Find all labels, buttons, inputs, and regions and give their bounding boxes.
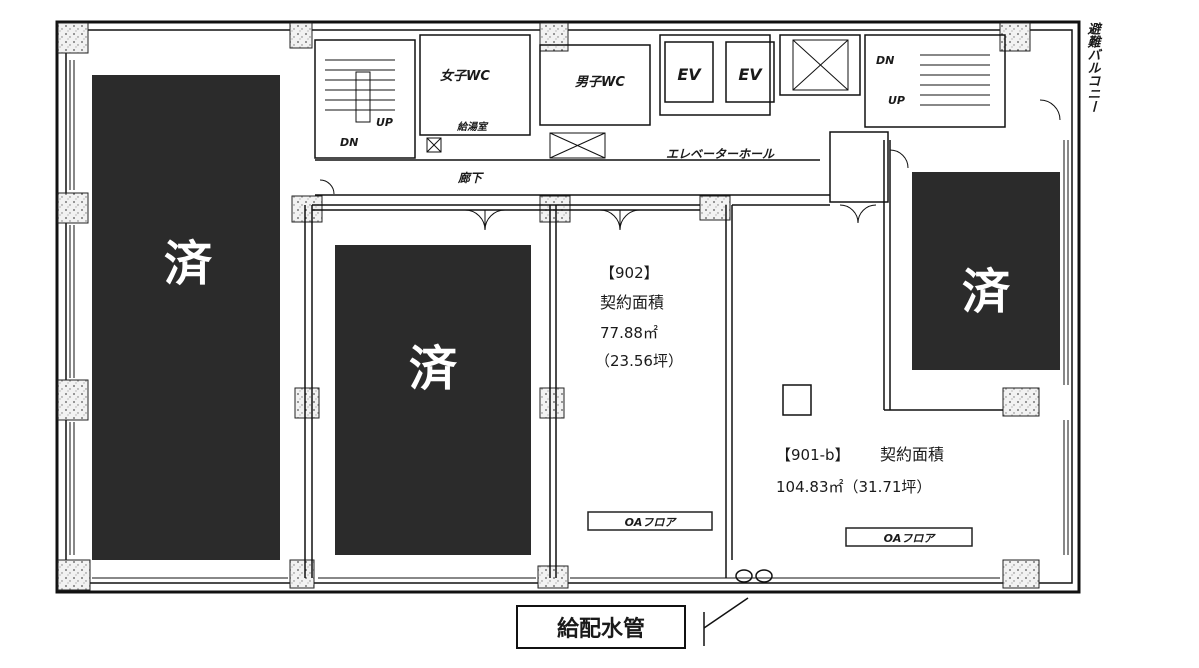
kitchen-box (426, 137, 442, 153)
unit-901b-code: 【901-b】 (776, 446, 850, 464)
stair-right-dn: DN (876, 54, 894, 67)
ev2-label: EV (738, 65, 763, 84)
taken-block-left (92, 75, 280, 560)
balcony-label: 避難バルコニー (1084, 21, 1101, 113)
room-walls (304, 140, 1003, 578)
unit-902-label: 契約面積 (600, 293, 664, 312)
taken-block-middle (335, 245, 531, 555)
inner-wall (65, 29, 1073, 584)
unit-901b-oa-bar (845, 527, 973, 547)
stair-left-up: UP (376, 116, 393, 129)
unit-901b-oa-label: OAフロア (884, 532, 937, 545)
wc-women-label: 女子WC (440, 68, 490, 84)
elevator-hall-label: エレベーターホール (666, 147, 775, 161)
ev1-label: EV (677, 65, 702, 84)
ev1-shaft (664, 41, 714, 103)
stair-left (325, 59, 395, 123)
core-walls (314, 34, 1006, 203)
water-pipe-leader (703, 597, 749, 646)
window-lines (69, 60, 1069, 579)
taken-block-right (912, 172, 1060, 370)
water-pipe-box (516, 605, 686, 649)
stair-right (920, 54, 990, 106)
unit-901b-area: 104.83㎡（31.71坪） (776, 478, 931, 496)
columns (57, 22, 1040, 591)
ev2-shaft (725, 41, 775, 103)
door-swings (319, 99, 1061, 231)
fixture-ovals (735, 569, 773, 583)
water-pipe-label: 給配水管 (557, 616, 645, 642)
taken-mark-right: 済 (962, 264, 1011, 320)
unit-901b-label: 契約面積 (880, 445, 944, 464)
unit-902-area: 77.88㎡ (600, 324, 658, 342)
shafts (549, 39, 849, 159)
outer-wall (55, 20, 1081, 594)
stair-left-dn: DN (340, 136, 358, 149)
stair-right-up: UP (888, 94, 905, 107)
taken-mark-left: 済 (164, 236, 213, 292)
unit-902-code: 【902】 (600, 264, 659, 282)
unit-902-oa-label: OAフロア (625, 516, 678, 529)
taken-mark-middle: 済 (409, 341, 458, 397)
unit-902-oa-bar (587, 511, 713, 531)
corridor-label: 廊下 (457, 171, 484, 185)
kitchen-label: 給湯室 (456, 121, 489, 133)
wc-men-label: 男子WC (575, 75, 625, 90)
unit-902-tsubo: （23.56坪） (595, 352, 683, 370)
small-column (782, 384, 812, 416)
